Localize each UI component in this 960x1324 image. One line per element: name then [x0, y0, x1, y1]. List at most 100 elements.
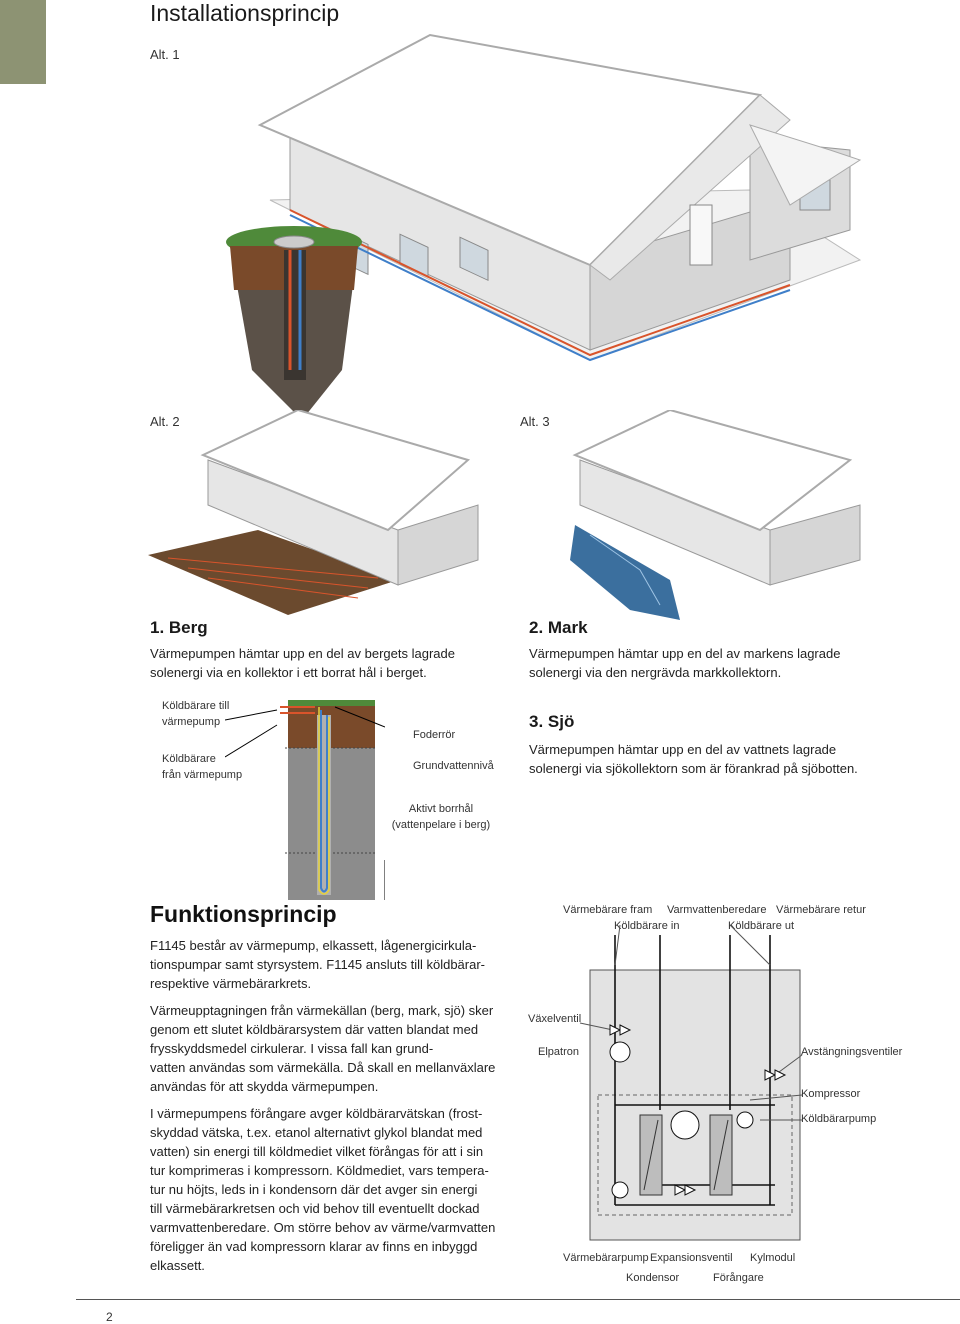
expansion-valve-icon: [684, 1184, 697, 1196]
ground-pipe: [167, 557, 379, 579]
rock-section: [288, 748, 375, 900]
label-dhw: Varmvattenberedare: [667, 904, 767, 916]
option-berg-line: solenergi via en kollektor i ett borrat …: [150, 665, 427, 680]
text-line: varmvattenberedare. Om större behov av v…: [150, 1220, 496, 1235]
cold-pipe: [289, 214, 791, 362]
option-berg-heading: 1. Berg: [150, 618, 208, 637]
house-illustration-alt2: [148, 410, 479, 615]
ground-pipe: [187, 567, 369, 589]
text-line: vatten) sin energi till köldmediet vilke…: [150, 1144, 484, 1159]
label-heat-pump: Värmebärarpump: [563, 1252, 649, 1264]
compressor-icon: [670, 1110, 700, 1140]
side-wall: [397, 504, 479, 586]
label-brine-out: Köldbärare ut: [728, 920, 795, 932]
label-pointer: [614, 924, 621, 966]
pump-icon: [611, 1181, 629, 1199]
roof: [200, 410, 471, 532]
label-heat-return: Värmebärare retur: [776, 904, 866, 916]
brine-pump-icon: [736, 1111, 754, 1129]
cooling-module-outline: [597, 1094, 793, 1216]
label-valve: Växelventil: [528, 1013, 582, 1025]
option-sjo-line: Värmepumpen hämtar upp en del av vattnet…: [529, 742, 837, 757]
side-wall: [769, 504, 861, 586]
option-mark-heading: 2. Mark: [529, 618, 588, 637]
option-sjo-text: Värmepumpen hämtar upp en del av vattnet…: [529, 740, 858, 778]
label-brine-to-pump: Köldbärare till värmepump: [162, 698, 229, 730]
shutoff-valve-icon: [764, 1069, 777, 1081]
option-berg-line: Värmepumpen hämtar upp en del av bergets…: [150, 646, 455, 661]
label-casing: Foderrör: [413, 729, 456, 741]
side-wall: [589, 199, 791, 351]
house-illustration-alt1: [257, 33, 862, 362]
label-heater: Elpatron: [538, 1046, 579, 1058]
roof-edge: [589, 94, 791, 281]
text-line: genom ett slutet köldbärarsystem där vat…: [150, 1022, 479, 1037]
valve-icon: [609, 1024, 622, 1036]
heat-pump-unit: [689, 204, 713, 266]
text-line: vatten användas som värmekälla. Då skall…: [150, 1060, 496, 1075]
valve-icon: [619, 1024, 632, 1036]
text-line: tur nu höjts, leds in i kondensorn där d…: [150, 1182, 478, 1197]
ground-collector-field: [148, 530, 398, 615]
annex-roof: [749, 124, 862, 206]
soil-section: [288, 723, 375, 748]
borehole-cap: [273, 235, 315, 249]
heater-icon: [609, 1041, 631, 1063]
heat-pump-schematic: [579, 924, 803, 1241]
label-line: (vattenpelare i berg): [391, 819, 491, 831]
label-compressor: Kompressor: [801, 1088, 861, 1100]
label-brine-from-pump: Köldbärare från värmepump: [162, 751, 242, 783]
label-brine-pump: Köldbärarpump: [801, 1113, 877, 1125]
label-line: värmepump: [162, 716, 221, 728]
text-line: föreligger än vad kompressorn klarar av …: [150, 1239, 478, 1254]
page-title: Installationsprincip: [150, 0, 340, 26]
text-line: skyddad vätska, t.ex. etanol alternativt…: [150, 1125, 483, 1140]
pointer-line: [334, 706, 385, 728]
pointer-line: [225, 709, 278, 721]
expansion-valve-icon: [674, 1184, 687, 1196]
funktion-paragraph-3: I värmepumpens förångare avger köldbärar…: [150, 1104, 530, 1275]
option-berg-text: Värmepumpen hämtar upp en del av bergets…: [150, 644, 455, 682]
text-line: respektive värmebärarkrets.: [150, 976, 312, 991]
color-accent-block: [0, 0, 46, 84]
roof: [572, 410, 853, 532]
text-line: tur komprimeras i kompressorn. Köldmedie…: [150, 1163, 489, 1178]
text-line: elkassett.: [150, 1258, 205, 1273]
alt1-label: Alt. 1: [150, 47, 180, 62]
label-active-borehole: Aktivt borrhål (vattenpelare i berg): [387, 801, 495, 833]
option-mark-text: Värmepumpen hämtar upp en del av markens…: [529, 644, 840, 682]
text-line: frysskyddsmedel cirkulerar. I vissa fall…: [150, 1041, 434, 1056]
label-shutoff: Avstängningsventiler: [801, 1046, 903, 1058]
soil-section: [288, 705, 375, 723]
funktion-text: F1145 består av värmepump, elkassett, lå…: [150, 936, 530, 1283]
label-evaporator: Förångare: [713, 1272, 764, 1284]
house-illustration-alt3: [570, 410, 861, 620]
funktion-paragraph-1: F1145 består av värmepump, elkassett, lå…: [150, 936, 530, 993]
hot-pipe: [289, 209, 791, 357]
pointer-line: [225, 724, 278, 758]
option-sjo-line: solenergi via sjökollektorn som är föran…: [529, 761, 858, 776]
text-line: tionspumpar samt styrsystem. F1145 anslu…: [150, 957, 485, 972]
label-pointer: [579, 1022, 614, 1031]
option-sjo-heading: 3. Sjö: [529, 712, 575, 731]
text-line: användas för att skydda värmepumpen.: [150, 1079, 379, 1094]
window: [459, 236, 489, 282]
grass-section: [288, 700, 375, 706]
label-pointer: [729, 924, 771, 966]
label-brine-in: Köldbärare in: [614, 920, 680, 932]
label-pointer: [774, 1054, 803, 1076]
text-line: till värmebärarkretsen och vid behov til…: [150, 1201, 480, 1216]
label-condenser: Kondensor: [626, 1272, 680, 1284]
option-mark-line: Värmepumpen hämtar upp en del av markens…: [529, 646, 841, 661]
collector-loop: [320, 710, 328, 893]
alt3-label: Alt. 3: [520, 414, 550, 429]
lake: [570, 525, 680, 620]
collector-loop-outer: [318, 707, 330, 895]
label-groundwater: Grundvattennivå: [413, 760, 494, 772]
text-line: Värmeupptagningen från värmekällan (berg…: [150, 1003, 494, 1018]
condenser-stripe: [643, 1119, 659, 1191]
label-expansion: Expansionsventil: [650, 1252, 733, 1264]
label-line: Köldbärare: [162, 753, 216, 765]
borehole-illustration: [226, 226, 362, 420]
lake-collector: [589, 534, 661, 606]
